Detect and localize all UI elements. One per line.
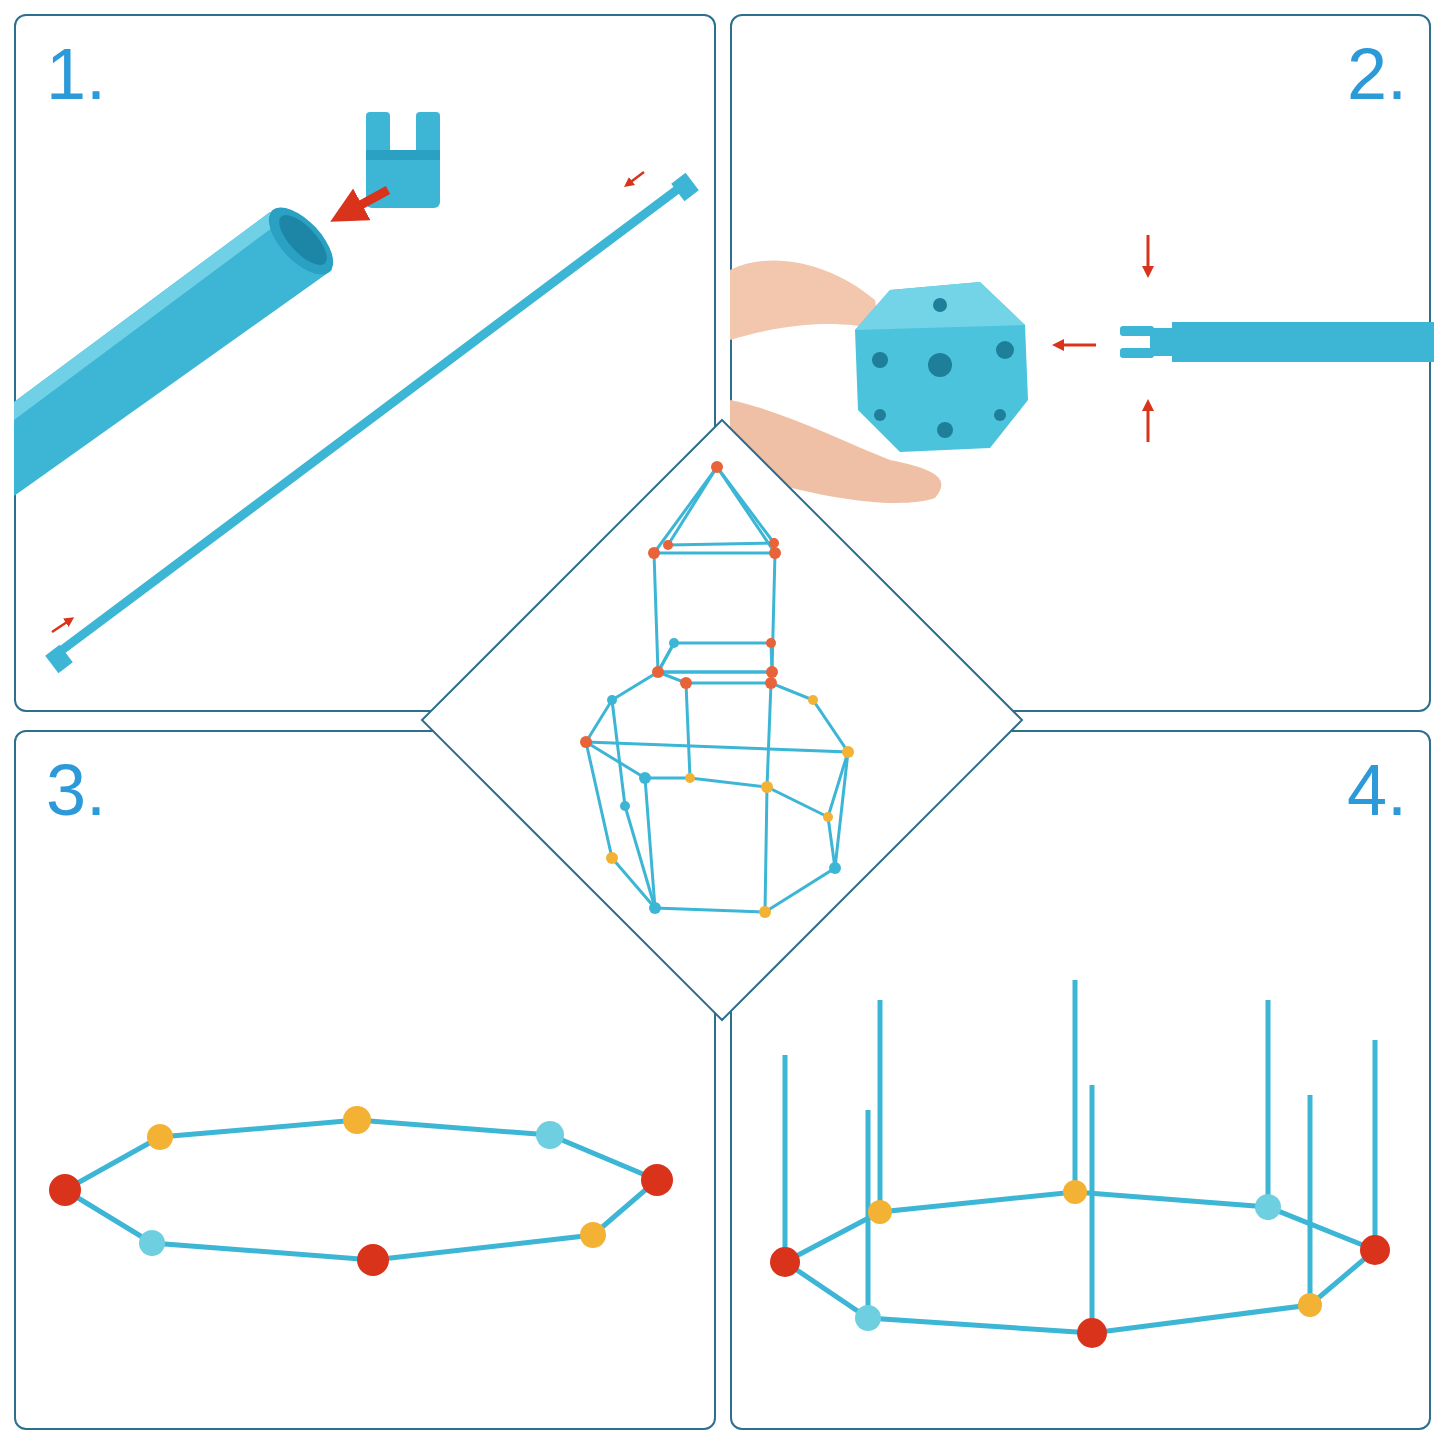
step-panel: 3.: [14, 730, 716, 1430]
step-number: 2.: [1347, 38, 1407, 110]
step-number: 4.: [1347, 754, 1407, 826]
step-number: 1.: [46, 38, 106, 110]
step-number: 3.: [46, 754, 106, 826]
step-panel: 1.: [14, 14, 716, 712]
step-panel: 4.: [730, 730, 1431, 1430]
step-panel: 2.: [730, 14, 1431, 712]
